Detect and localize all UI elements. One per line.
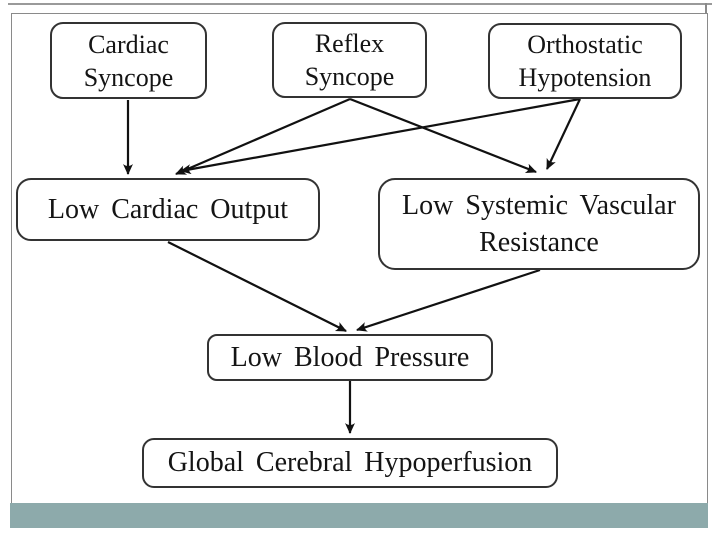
edge-low-cardiac-output-to-low-blood-pressure xyxy=(167,241,347,332)
node-low-cardiac-output: Low Cardiac Output xyxy=(16,178,320,241)
node-reflex-syncope: Reflex Syncope xyxy=(272,22,427,98)
node-orthostatic-hypotension-label: Orthostatic Hypotension xyxy=(518,30,652,92)
node-low-systemic-vascular-resistance: Low Systemic Vascular Resistance xyxy=(378,178,700,270)
edge-orthostatic-hypotension-to-low-systemic-vascular-resistance xyxy=(546,98,581,170)
slide-accent-bar xyxy=(10,503,708,528)
node-low-systemic-vascular-resistance-label: Low Systemic Vascular Resistance xyxy=(402,190,676,258)
node-cardiac-syncope-label: Cardiac Syncope xyxy=(83,29,174,92)
node-cardiac-syncope: Cardiac Syncope xyxy=(50,22,207,99)
node-low-blood-pressure: Low Blood Pressure xyxy=(207,334,493,381)
edge-orthostatic-hypotension-to-low-cardiac-output xyxy=(180,97,581,175)
edge-reflex-syncope-to-low-systemic-vascular-resistance xyxy=(349,97,537,174)
node-global-cerebral-hypoperfusion-label: Global Cerebral Hypoperfusion xyxy=(167,447,533,478)
node-reflex-syncope-label: Reflex Syncope xyxy=(304,29,395,91)
edge-low-systemic-vascular-resistance-to-low-blood-pressure xyxy=(356,268,541,332)
slide-top-rule-connector xyxy=(705,3,707,14)
node-low-blood-pressure-label: Low Blood Pressure xyxy=(230,341,470,373)
edge-reflex-syncope-to-low-cardiac-output xyxy=(175,97,351,176)
node-global-cerebral-hypoperfusion: Global Cerebral Hypoperfusion xyxy=(142,438,558,488)
node-low-cardiac-output-label: Low Cardiac Output xyxy=(47,193,289,225)
node-orthostatic-hypotension: Orthostatic Hypotension xyxy=(488,23,682,99)
slide-top-rule xyxy=(8,3,712,5)
